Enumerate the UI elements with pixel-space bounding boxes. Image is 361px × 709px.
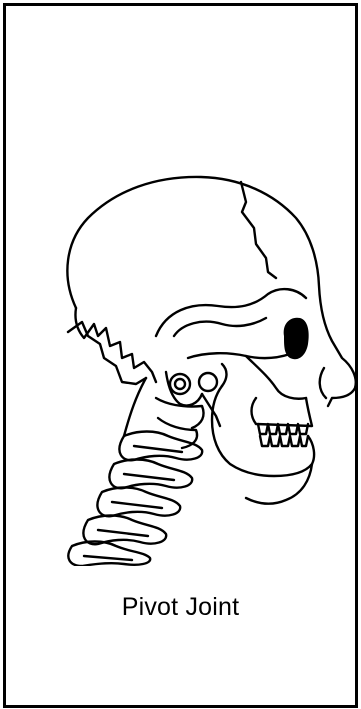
condyle-inner-left bbox=[175, 379, 185, 389]
mandible-ramus bbox=[222, 364, 227, 386]
condyle-right bbox=[199, 373, 217, 391]
figure-frame: Pivot Joint bbox=[3, 3, 358, 708]
eye-socket bbox=[284, 318, 309, 360]
vertebra-5 bbox=[97, 488, 180, 517]
skull-neck-illustration bbox=[6, 6, 355, 566]
figure-caption: Pivot Joint bbox=[6, 593, 355, 622]
neck-back bbox=[124, 378, 146, 436]
nasal-cavity bbox=[320, 368, 326, 398]
zygomatic-arch bbox=[188, 353, 290, 358]
spinal-detail-3 bbox=[112, 502, 162, 508]
vertebra-6 bbox=[83, 516, 166, 545]
temporal-ridge bbox=[174, 318, 266, 336]
vertebra-4 bbox=[109, 460, 192, 489]
spinal-detail-5 bbox=[84, 556, 132, 560]
squamous-suture bbox=[156, 289, 306, 336]
spinal-detail-2 bbox=[124, 474, 174, 480]
neck-front bbox=[246, 464, 312, 504]
cheekbone bbox=[246, 356, 306, 399]
vertebra-7 bbox=[68, 542, 150, 567]
maxilla bbox=[252, 398, 313, 426]
condyle-left bbox=[170, 374, 190, 394]
lower-teeth bbox=[260, 436, 308, 446]
occipital-edge bbox=[75, 308, 156, 382]
spinal-detail-1 bbox=[134, 446, 182, 452]
spinal-detail-4 bbox=[98, 530, 148, 536]
cranium-outline bbox=[67, 177, 355, 406]
